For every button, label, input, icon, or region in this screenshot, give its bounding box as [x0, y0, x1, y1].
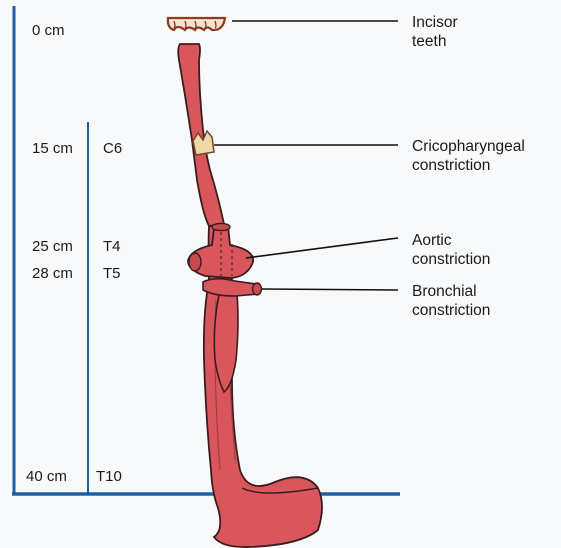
left-bronchus-shape — [203, 279, 262, 296]
scale-label-28cm: 28 cm — [32, 265, 73, 283]
scale-label-25cm: 25 cm — [32, 238, 73, 256]
aortic-label: Aortic constriction — [412, 231, 490, 269]
incisor-teeth-shape — [168, 18, 225, 30]
aortic-label-line1: Aortic — [412, 231, 490, 250]
bronchial-label-line1: Bronchial — [412, 282, 490, 301]
cricopharyngeal-label-line2: constriction — [412, 156, 525, 175]
vertebra-label-t10: T10 — [96, 468, 122, 486]
vertebra-label-c6: C6 — [103, 140, 122, 158]
vertebra-label-t4: T4 — [103, 238, 121, 256]
esophagus-shape — [178, 44, 322, 547]
bronchial-label: Bronchial constriction — [412, 282, 490, 320]
scale-label-40cm: 40 cm — [26, 468, 67, 486]
incisor-teeth-label-line2: teeth — [412, 32, 458, 51]
bronchial-pointer-line — [262, 289, 398, 290]
vertebra-label-t5: T5 — [103, 265, 121, 283]
cricopharyngeal-label-line1: Cricopharyngeal — [412, 137, 525, 156]
bronchial-label-line2: constriction — [412, 301, 490, 320]
aortic-pointer-line — [246, 238, 398, 258]
aortic-arch-shape — [188, 223, 253, 278]
incisor-teeth-label-line1: Incisor — [412, 13, 458, 32]
scale-label-15cm: 15 cm — [32, 140, 73, 158]
aortic-label-line2: constriction — [412, 250, 490, 269]
scale-label-0cm: 0 cm — [32, 22, 65, 40]
incisor-teeth-label: Incisor teeth — [412, 13, 458, 51]
cricopharyngeal-label: Cricopharyngeal constriction — [412, 137, 525, 175]
